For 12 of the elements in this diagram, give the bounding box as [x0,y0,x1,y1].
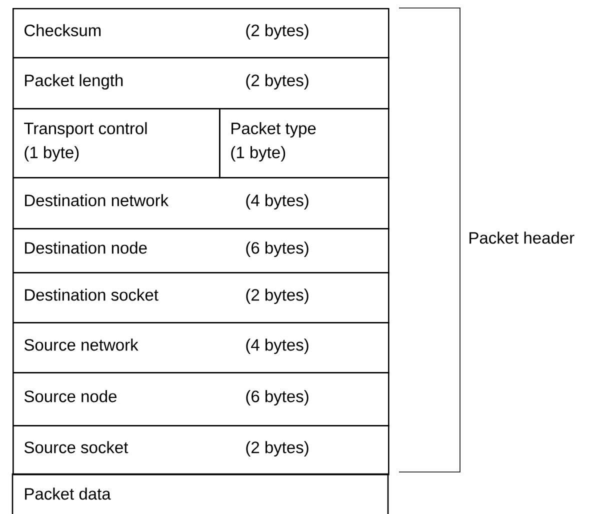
field-cell: Transport control (1 byte) [12,108,220,178]
field-cell: Packet data [12,473,389,514]
field-cell: Source socket (2 bytes) [12,425,390,476]
field-cell: Checksum (2 bytes) [12,8,390,58]
field-cell: Source network (4 bytes) [12,322,390,374]
field-cell: Destination socket (2 bytes) [12,272,390,324]
field-cell: Destination network (4 bytes) [12,177,390,230]
field-cell: Packet type (1 byte) [219,108,390,178]
field-cell: Destination node (6 bytes) [12,228,390,274]
bracket-label: Packet header [470,232,574,244]
field-cell: Packet length (2 bytes) [12,57,390,110]
field-cell: Source node (6 bytes) [12,372,390,426]
